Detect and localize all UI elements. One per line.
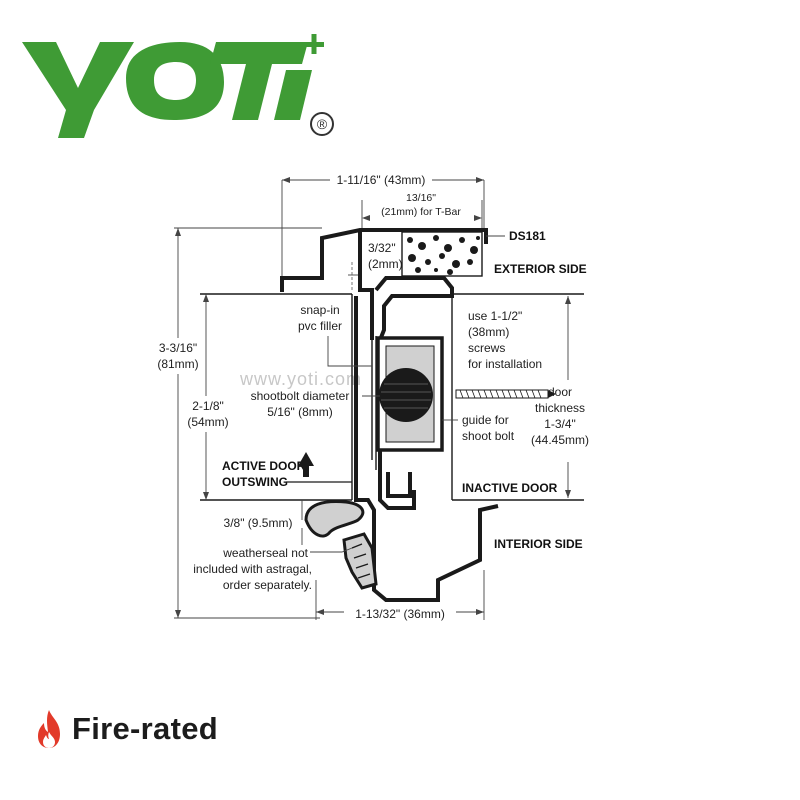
- label-door-thickness-line4: (44.45mm): [531, 433, 589, 447]
- registered-mark: ®: [317, 116, 328, 132]
- dim-top-width-label: 1-11/16" (43mm): [337, 173, 426, 187]
- label-guide-line1: guide for: [462, 413, 509, 427]
- dim-door-thickness: [565, 296, 571, 498]
- label-screws-line1: use 1-1/2": [468, 309, 522, 323]
- label-screws-line3: screws: [468, 341, 505, 355]
- weatherseal-fins: [342, 532, 378, 590]
- label-active-door-line2: OUTSWING: [222, 475, 288, 489]
- dim-tbar: [361, 200, 483, 228]
- dim-bottom-width-label: 1-13/32" (36mm): [355, 607, 445, 621]
- snap-in-leader: [327, 336, 372, 367]
- dim-inner-height-line1: 2-1/8": [192, 399, 224, 413]
- snap-in-pvc-filler: [371, 336, 377, 470]
- label-weatherseal-line1: weatherseal not: [222, 546, 308, 560]
- dim-tbar-line2: (21mm) for T-Bar: [381, 206, 461, 218]
- product-code-ds181: DS181: [509, 229, 546, 243]
- label-weatherseal-line2: included with astragal,: [193, 562, 312, 576]
- dim-overall-height-line2: (81mm): [157, 357, 198, 371]
- dim-gap-line1: 3/32": [368, 241, 396, 255]
- shootbolt: [379, 368, 433, 422]
- dim-bottom-width-bg: [344, 606, 456, 622]
- dim-inner-height-line2: (54mm): [187, 415, 228, 429]
- dim-tbar-line1: 13/16": [406, 192, 436, 204]
- dim-inner-height-bg: [180, 396, 236, 432]
- fire-rated-badge: Fire-rated: [34, 706, 274, 752]
- label-snap-in-line2: pvc filler: [298, 319, 342, 333]
- label-inactive-door: INACTIVE DOOR: [462, 481, 558, 495]
- flame-icon: [38, 710, 60, 748]
- label-interior-side: INTERIOR SIDE: [494, 537, 583, 551]
- label-door-thickness-line2: thickness: [535, 401, 585, 415]
- active-door-slab: [200, 293, 353, 501]
- shootbolt-knurl: [381, 383, 431, 409]
- inactive-door-slab: [451, 293, 584, 501]
- yoti-logo: ®: [22, 34, 334, 138]
- fire-rated-text: Fire-rated: [72, 711, 218, 746]
- label-active-door-line1: ACTIVE DOOR: [222, 459, 306, 473]
- label-door-thickness-line1: door: [548, 385, 572, 399]
- label-shootbolt-line2: 5/16" (8mm): [267, 405, 333, 419]
- registered-mark-circle: [310, 112, 334, 136]
- label-exterior-side: EXTERIOR SIDE: [494, 262, 587, 276]
- dim-seal-offset-label: 3/8" (9.5mm): [224, 516, 293, 530]
- label-door-thickness-line3: 1-3/4": [544, 417, 576, 431]
- label-guide-line2: shoot bolt: [462, 429, 515, 443]
- weatherseal-ridges: [351, 543, 371, 579]
- label-screws-line2: (38mm): [468, 325, 509, 339]
- dim-gap-line2: (2mm): [368, 257, 403, 271]
- weatherseal-bulb: [304, 500, 365, 538]
- label-snap-in-line1: snap-in: [300, 303, 339, 317]
- dim-overall-height-bg: [148, 338, 208, 374]
- label-weatherseal-line3: order separately.: [223, 578, 312, 592]
- astragal-inner-channel: [386, 472, 412, 498]
- installation-screw: [455, 389, 556, 399]
- t-bar-stem: [358, 232, 374, 340]
- outswing-arrow-icon: [286, 452, 352, 483]
- logo-wordmark: [22, 34, 324, 138]
- watermark-text: www.yoti.com: [239, 369, 362, 389]
- astragal-housing: [374, 276, 454, 510]
- astragal-lower-leg: [354, 296, 499, 602]
- t-bar-profile: [280, 228, 488, 292]
- label-shootbolt-line1: shootbolt diameter: [251, 389, 350, 403]
- seal-texture: [407, 235, 480, 275]
- weatherseal-leader: [310, 547, 353, 553]
- label-screws-line4: for installation: [468, 357, 542, 371]
- dim-overall-height: [174, 227, 322, 619]
- dim-overall-height-line1: 3-3/16": [159, 341, 197, 355]
